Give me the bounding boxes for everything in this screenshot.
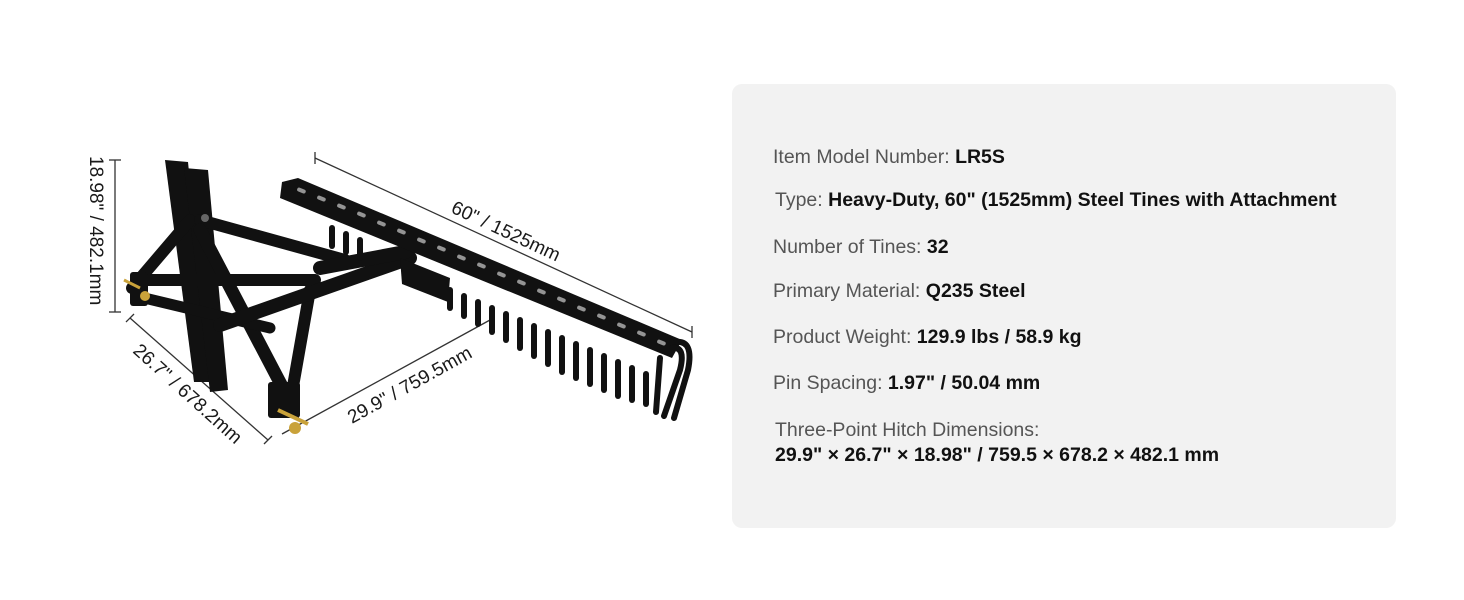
- spec-label: Type:: [775, 189, 829, 211]
- spec-value: LR5S: [955, 146, 1005, 168]
- spec-value: 32: [926, 236, 949, 258]
- specifications-panel: Item Model Number: LR5S Type: Heavy-Duty…: [732, 84, 1396, 528]
- depth-dimension-label: 26.7" / 678.2mm: [129, 340, 246, 448]
- spec-number-of-tines: Number of Tines: 32: [773, 236, 949, 259]
- spec-value: Heavy-Duty, 60" (1525mm) Steel Tines wit…: [828, 189, 1337, 211]
- spec-pin-spacing: Pin Spacing: 1.97" / 50.04 mm: [773, 372, 1040, 395]
- spec-value: 29.9" × 26.7" × 18.98" / 759.5 × 678.2 ×…: [775, 444, 1220, 466]
- spec-value: 1.97" / 50.04 mm: [887, 372, 1041, 394]
- spec-label: Pin Spacing:: [773, 372, 888, 394]
- spec-label: Item Model Number:: [773, 146, 956, 168]
- length-dimension-label: 29.9" / 759.5mm: [344, 343, 476, 429]
- landscape-rake-image: 18.98" / 482.1mm 60" / 1525mm 26.7" / 67…: [85, 152, 693, 449]
- spec-value: Q235 Steel: [925, 280, 1026, 302]
- spec-primary-material: Primary Material: Q235 Steel: [773, 280, 1026, 303]
- spec-hitch-dimensions: Three-Point Hitch Dimensions: 29.9" × 26…: [775, 418, 1219, 468]
- spec-model-number: Item Model Number: LR5S: [773, 146, 1005, 169]
- spec-value: 129.9 lbs / 58.9 kg: [916, 326, 1082, 348]
- spec-label: Number of Tines:: [773, 236, 927, 258]
- spec-label: Primary Material:: [773, 280, 926, 302]
- hitch-a-frame: [123, 160, 417, 434]
- spec-type: Type: Heavy-Duty, 60" (1525mm) Steel Tin…: [775, 189, 1337, 212]
- height-dimension-label: 18.98" / 482.1mm: [85, 156, 106, 305]
- spec-product-weight: Product Weight: 129.9 lbs / 58.9 kg: [773, 326, 1082, 349]
- spec-label: Three-Point Hitch Dimensions:: [775, 419, 1040, 441]
- rake-bar: [280, 178, 693, 421]
- spec-label: Product Weight:: [773, 326, 917, 348]
